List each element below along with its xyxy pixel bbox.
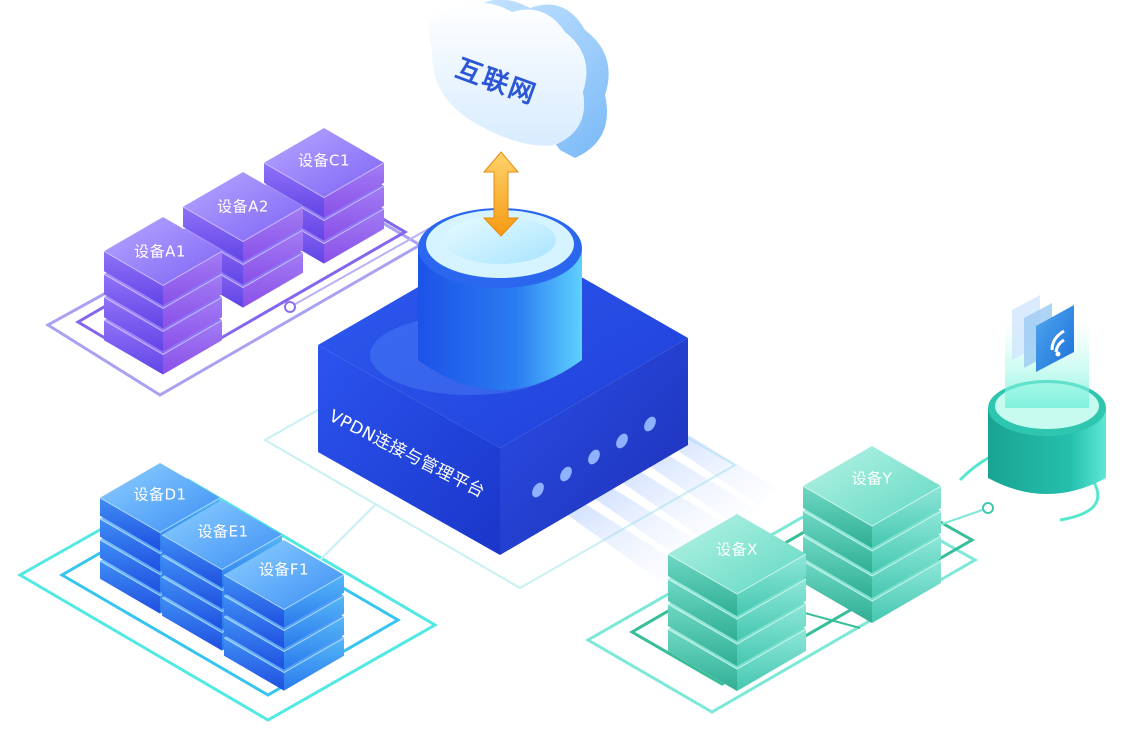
stack-a2-layer-right [243,252,303,308]
stack-a1-layer-edge [103,319,223,356]
stack-y-layer-right [872,486,941,549]
stack-f1-layer-right [284,616,344,670]
stack-f1 [223,540,345,691]
stack-a1-layer-top [104,217,222,286]
stack-a1-layer-right [163,274,222,329]
stack-x-layer-left [668,629,737,692]
stack-y-layer-edge [802,485,942,527]
stack-f1-layer-edge [223,574,345,611]
stack-a1-layer-right [163,251,222,306]
signal-station [988,295,1106,494]
stack-x-layer-edge [667,553,807,595]
stack-y-layer-right [872,511,941,574]
stack-y-layer-left [803,486,872,549]
stack-a2-layer-right [243,229,303,285]
stack-f1-layer-right [284,574,344,628]
vpdn-platform [318,208,688,555]
stack-a1-layer-edge [103,273,223,310]
device-a1-label: 设备A1 [134,242,186,261]
stack-x-layer-left [668,579,737,642]
stack-e1-layer-left [162,597,222,651]
device-e1-label: 设备E1 [197,522,249,541]
stack-a1 [103,217,223,375]
stack-y-layer-left [803,561,872,624]
stack-a2-layer-top [183,172,303,242]
internet-cloud [428,0,609,158]
stack-a1-layer-left [104,251,163,306]
stack-d1-layer-edge [99,497,221,534]
stack-a2-layer-left [183,206,243,262]
stack-x-layer-left [668,554,737,617]
stack-c1-layer-left [264,162,324,218]
stack-a1-layer-left [104,274,163,329]
device-a2-label: 设备A2 [217,197,269,216]
stack-x-layer-right [737,579,806,642]
stack-x-layer-right [737,629,806,692]
stack-a1-layer-right [163,297,222,352]
stack-c1-layer-right [324,185,384,241]
frame-teal-inner [629,486,976,686]
stack-f1-layer-edge [223,637,345,674]
stack-y [802,446,942,624]
stack-y-layer-edge [802,510,942,552]
node-purple [284,301,296,313]
stack-d1-layer-left [100,518,160,572]
stack-c1-layer-right [324,208,384,264]
stack-f1-layer-edge [223,616,345,653]
stack-c1-layer-right [324,162,384,218]
device-x-label: 设备X [716,540,758,559]
device-c1-label: 设备C1 [297,151,351,170]
platform-cylinder [418,208,582,390]
stack-f1-layer-left [224,595,284,649]
stack-x-layer-edge [667,578,807,620]
stack-f1-layer-right [284,637,344,691]
stack-d1-layer-left [100,560,160,614]
stack-x [667,514,807,692]
stack-x-layer-edge [667,628,807,670]
stack-f1-layer-left [224,574,284,628]
stack-y-layer-left [803,536,872,599]
stack-e1-layer-left [162,555,222,609]
platform-ports [532,416,656,498]
stack-x-layer-left [668,604,737,667]
stack-f1-layer-right [284,595,344,649]
stack-f1-layer-left [224,616,284,670]
up-down-arrow-icon [482,151,520,237]
stack-e1-layer-left [162,576,222,630]
stack-y-layer-left [803,511,872,574]
stack-c1-layer-top [264,128,384,198]
stack-a1-layer-left [104,320,163,375]
stack-x-layer-right [737,604,806,667]
stack-a2-layer-edge [182,206,304,243]
device-d1-label: 设备D1 [133,485,187,504]
device-stacks [99,128,942,692]
stack-e1-layer-edge [161,534,283,571]
device-y-label: 设备Y [851,469,893,488]
stack-f1-layer-left [224,637,284,691]
node-teal [982,502,994,514]
stack-x-layer-edge [667,603,807,645]
stack-d1-layer-left [100,539,160,593]
wifi-signal-icon [1012,295,1074,372]
stack-f1-layer-edge [223,595,345,632]
stack-a2-layer-right [243,206,303,262]
stack-a1-layer-edge [103,250,223,287]
stack-e1-layer-left [162,534,222,588]
device-f1-label: 设备F1 [258,560,310,579]
stack-a1-layer-left [104,297,163,352]
stack-d1-layer-left [100,497,160,551]
stack-a1-layer-right [163,320,222,375]
stack-y-layer-right [872,561,941,624]
stack-y-layer-right [872,536,941,599]
stack-a1-layer-edge [103,296,223,333]
stack-y-layer-edge [802,535,942,577]
stack-x-layer-right [737,554,806,617]
stack-c1-layer-edge [263,162,385,199]
stack-y-layer-edge [802,560,942,602]
